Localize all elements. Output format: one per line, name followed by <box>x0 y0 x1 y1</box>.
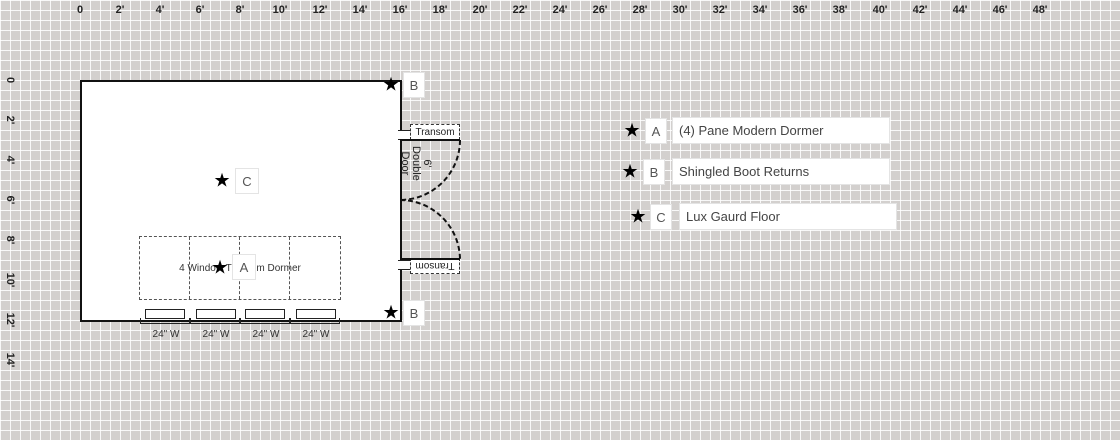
ruler-label: 46' <box>992 4 1008 16</box>
ruler-label: 36' <box>792 4 808 16</box>
window-bracket <box>190 318 240 324</box>
ruler-label: 28' <box>632 4 648 16</box>
window-width-label: 24" W <box>152 329 180 340</box>
window-sill <box>145 309 185 319</box>
ruler-label: 22' <box>512 4 528 16</box>
star-icon: ★ <box>621 161 639 183</box>
window-bracket <box>290 318 340 324</box>
ruler-label: 24' <box>552 4 568 16</box>
star-icon: ★ <box>382 302 400 324</box>
legend-item-text[interactable]: (4) Pane Modern Dormer <box>672 117 890 144</box>
star-icon: ★ <box>211 257 229 279</box>
window-width-label: 24" W <box>302 329 330 340</box>
ruler-label: 6' <box>195 4 205 16</box>
ruler-label: 30' <box>672 4 688 16</box>
ruler-label: 8' <box>235 4 245 16</box>
door-label-line: Double <box>410 146 422 181</box>
door-label-line: Door <box>399 151 411 176</box>
star-icon: ★ <box>623 120 641 142</box>
ruler-label: 40' <box>872 4 888 16</box>
ruler-label: 0 <box>76 4 84 16</box>
marker-b-bottom[interactable]: B <box>403 300 425 326</box>
window-sill <box>245 309 285 319</box>
legend-key: B <box>643 159 665 185</box>
window-sill <box>196 309 236 319</box>
window-bracket <box>140 318 190 324</box>
legend-item-text[interactable]: Lux Gaurd Floor <box>679 203 897 230</box>
ruler-label: 18' <box>432 4 448 16</box>
legend-key: C <box>650 204 672 230</box>
legend-key: A <box>645 118 667 144</box>
window-width-label: 24" W <box>202 329 230 340</box>
window-bracket <box>240 318 290 324</box>
ruler-label: 16' <box>392 4 408 16</box>
ruler-label: 10' <box>272 4 288 16</box>
ruler-label: 12' <box>312 4 328 16</box>
ruler-label: 2' <box>115 4 125 16</box>
ruler-label: 38' <box>832 4 848 16</box>
marker-c[interactable]: C <box>235 168 259 194</box>
ruler-label: 14' <box>352 4 368 16</box>
star-icon: ★ <box>213 170 231 192</box>
ruler-label: 20' <box>472 4 488 16</box>
ruler-label: 44' <box>952 4 968 16</box>
ruler-label: 4' <box>155 4 165 16</box>
star-icon: ★ <box>382 74 400 96</box>
ruler-label: 34' <box>752 4 768 16</box>
marker-b-top[interactable]: B <box>403 72 425 98</box>
ruler-label: 42' <box>912 4 928 16</box>
dormer-divider <box>189 237 190 299</box>
ruler-label: 26' <box>592 4 608 16</box>
window-width-label: 24" W <box>252 329 280 340</box>
ruler-label: 32' <box>712 4 728 16</box>
star-icon: ★ <box>629 206 647 228</box>
door-label: 6' Double Door <box>399 146 433 181</box>
marker-a[interactable]: A <box>232 254 256 280</box>
dormer-divider <box>289 237 290 299</box>
legend-item-text[interactable]: Shingled Boot Returns <box>672 158 890 185</box>
ruler-label: 48' <box>1032 4 1048 16</box>
window-sill <box>296 309 336 319</box>
door-label-line: 6' <box>421 159 433 168</box>
